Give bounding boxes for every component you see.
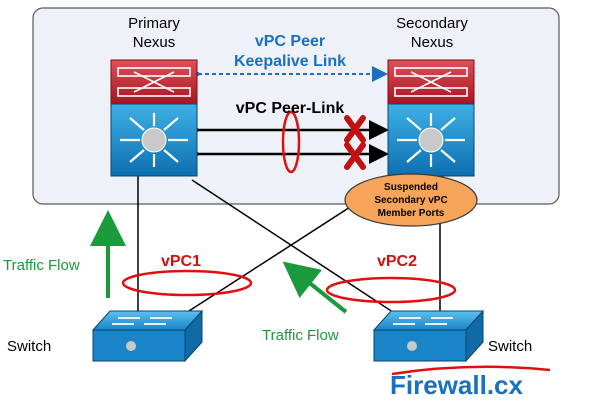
vpc1-label: vPC1 [161, 253, 201, 270]
keepalive-label-2: Keepalive Link [234, 53, 346, 70]
primary-nexus-icon [110, 59, 198, 177]
suspended-ports-badge [344, 173, 478, 227]
secondary-nexus-icon [387, 59, 475, 177]
traffic-flow-left-label: Traffic Flow [3, 257, 80, 274]
firewall-logo: Firewall.cx [390, 365, 551, 400]
peer-link-portchannel-ring [281, 110, 301, 174]
vpc2-label: vPC2 [377, 253, 417, 270]
link-primary-switch2 [191, 179, 406, 321]
vpc1-ring [121, 269, 253, 297]
peer-link-failure-icon [344, 115, 366, 170]
switch-left-label: Switch [7, 338, 51, 355]
traffic-flow-mid-label: Traffic Flow [262, 327, 339, 344]
keepalive-label-1: vPC Peer [255, 33, 325, 50]
peer-link-label: vPC Peer-Link [236, 100, 345, 117]
primary-label-1: Primary [128, 15, 180, 32]
suspended-label-3: Member Ports [378, 208, 445, 219]
logo-text: Firewall.cx [390, 370, 523, 400]
traffic-arrow-mid [282, 261, 348, 314]
switch-right-label: Switch [488, 338, 532, 355]
secondary-label-2: Nexus [411, 34, 454, 51]
secondary-label-1: Secondary [396, 15, 468, 32]
switch-right-icon [372, 309, 485, 363]
primary-label-2: Nexus [133, 34, 176, 51]
vpc2-ring [325, 276, 457, 304]
suspended-label-1: Suspended [384, 182, 438, 193]
suspended-label-2: Secondary vPC [374, 195, 447, 206]
switch-left-icon [91, 309, 204, 363]
